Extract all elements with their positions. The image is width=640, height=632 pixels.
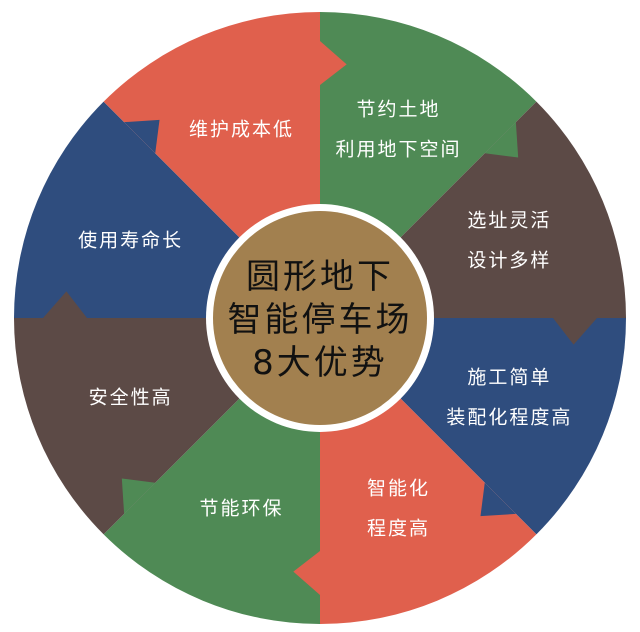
segment-label: 选址灵活 bbox=[467, 210, 551, 232]
segment-label: 维护成本低 bbox=[189, 119, 294, 141]
arrow-notch-icon bbox=[553, 318, 597, 345]
segment-label: 施工简单 bbox=[467, 366, 551, 388]
arrow-notch-icon bbox=[121, 478, 156, 514]
segment-label: 使用寿命长 bbox=[78, 230, 183, 252]
center-title-line-3: 8大优势 bbox=[252, 343, 388, 383]
arrow-notch-icon bbox=[484, 122, 519, 158]
segment-label: 智能化 bbox=[367, 477, 430, 499]
center-title-line-2: 智能停车场 bbox=[228, 300, 413, 340]
arrow-notch-icon bbox=[480, 482, 516, 517]
arrow-notch-icon bbox=[43, 291, 87, 318]
center-title-line-1: 圆形地下 bbox=[246, 257, 394, 297]
segment-label: 安全性高 bbox=[89, 386, 173, 408]
segment-label: 节能环保 bbox=[200, 497, 284, 519]
segment-label: 程度高 bbox=[367, 517, 430, 539]
segment-label: 利用地下空间 bbox=[335, 139, 461, 161]
arrow-notch-icon bbox=[293, 551, 320, 595]
segment-label: 设计多样 bbox=[467, 250, 551, 272]
segment-label: 节约土地 bbox=[356, 99, 440, 121]
arrow-notch-icon bbox=[124, 119, 160, 154]
segment-label: 装配化程度高 bbox=[446, 406, 572, 428]
arrow-notch-icon bbox=[320, 41, 347, 85]
center-circle-fill bbox=[213, 211, 427, 425]
